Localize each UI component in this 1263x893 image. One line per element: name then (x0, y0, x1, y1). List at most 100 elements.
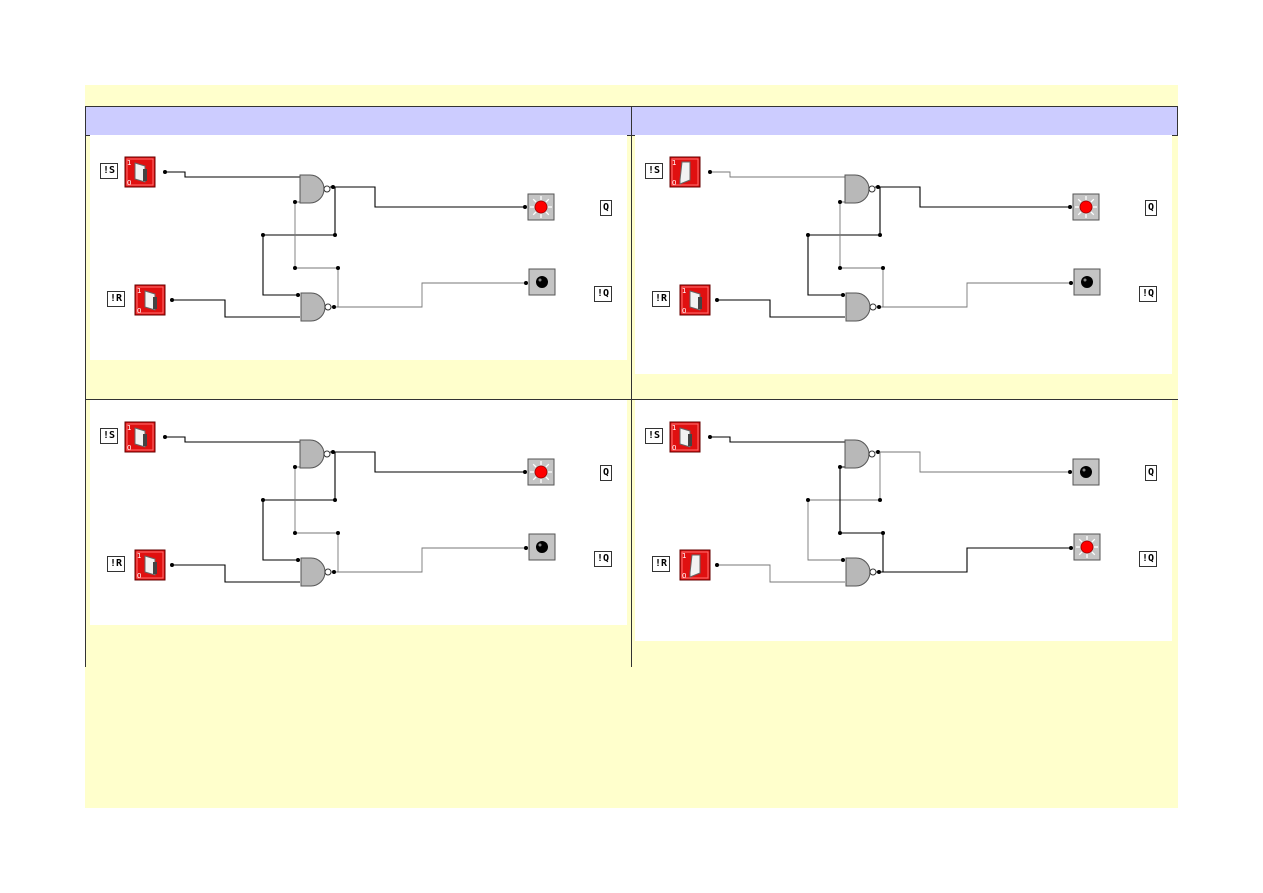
junction-dot (524, 546, 528, 550)
switch-body[interactable] (124, 421, 156, 453)
wire (717, 299, 845, 318)
lamp-housing (1073, 268, 1101, 296)
switch-lever-shadow (698, 297, 702, 309)
junction-dot (877, 305, 881, 309)
toggle-switch-icon[interactable]: 10 (669, 156, 701, 188)
switch-one-mark: 1 (137, 552, 141, 560)
lamp-ray (532, 198, 537, 203)
label-not-q: !Q (594, 551, 613, 567)
nand-gate (299, 174, 331, 204)
toggle-switch-icon[interactable]: 10 (124, 156, 156, 188)
junction-dot (332, 570, 336, 574)
wire (294, 201, 339, 307)
wire (330, 451, 525, 473)
label-q: Q (1145, 465, 1158, 481)
switch-body[interactable] (134, 549, 166, 581)
junction-dot (336, 531, 340, 535)
lamp-glint (538, 543, 542, 547)
nand-gate (844, 439, 876, 469)
switch-lever (144, 555, 156, 576)
lamp-glint (1083, 278, 1087, 282)
junction-dot (841, 293, 845, 297)
junction-dot (1068, 470, 1072, 474)
junction-dot (876, 450, 880, 454)
toggle-switch-icon[interactable]: 10 (679, 284, 711, 316)
nand-gate-body (844, 439, 870, 469)
junction-dot (708, 170, 712, 174)
junction-dot (163, 435, 167, 439)
inversion-bubble (324, 568, 332, 576)
switch-zero-mark: 0 (127, 444, 131, 452)
nand-gate-body (300, 557, 326, 587)
lamp-ray (545, 476, 550, 481)
circuit-wiring: 10 10 (124, 156, 556, 322)
junction-dot (293, 200, 297, 204)
toggle-switch-icon[interactable]: 10 (134, 284, 166, 316)
junction-dot (293, 465, 297, 469)
lamp-off-icon (1072, 458, 1100, 486)
toggle-switch-icon[interactable]: 10 (124, 421, 156, 453)
lamp-bulb (1080, 466, 1092, 478)
junction-dot (806, 498, 810, 502)
nand-gate-body (844, 174, 870, 204)
switch-lever-shadow (143, 169, 147, 181)
junction-dot (838, 531, 842, 535)
junction-dot (523, 205, 527, 209)
nand-gate (845, 557, 877, 587)
lamp-ray (532, 463, 537, 468)
table-border-left (85, 106, 86, 667)
wire (172, 299, 300, 318)
lamp-on-icon (1073, 533, 1101, 561)
nand-gate (299, 439, 331, 469)
lamp-bulb (536, 541, 548, 553)
junction-dot (878, 233, 882, 237)
switch-one-mark: 1 (127, 424, 131, 432)
junction-dot (261, 233, 265, 237)
label-not-s: !S (645, 428, 664, 444)
label-q: Q (600, 200, 613, 216)
switch-zero-mark: 0 (127, 179, 131, 187)
lamp-bulb (534, 465, 548, 479)
table-border-right (1177, 106, 1178, 135)
switch-lever (689, 554, 701, 578)
inversion-bubble (323, 450, 331, 458)
junction-dot (881, 266, 885, 270)
junction-dot (524, 281, 528, 285)
switch-zero-mark: 0 (137, 572, 141, 580)
switch-one-mark: 1 (682, 552, 686, 560)
junction-dot (1069, 546, 1073, 550)
lamp-ray (532, 476, 537, 481)
wire (172, 564, 300, 583)
nand-gate-body (845, 292, 871, 322)
label-not-r: !R (652, 556, 671, 572)
switch-zero-mark: 0 (137, 307, 141, 315)
label-not-s: !S (100, 428, 119, 444)
switch-zero-mark: 0 (682, 572, 686, 580)
junction-dot (881, 531, 885, 535)
toggle-switch-icon[interactable]: 10 (669, 421, 701, 453)
lamp-glint (538, 278, 542, 282)
nand-gate-body (299, 439, 325, 469)
lamp-on-icon (527, 193, 555, 221)
inversion-bubble (868, 450, 876, 458)
lamp-off-icon (528, 268, 556, 296)
toggle-switch-icon[interactable]: 10 (679, 549, 711, 581)
wire (839, 201, 884, 307)
nand-gate (844, 174, 876, 204)
lamp-bulb (534, 200, 548, 214)
latch-circuit: 10 10 (124, 156, 556, 322)
wire (331, 547, 526, 573)
junction-dot (877, 570, 881, 574)
switch-lever (134, 427, 146, 448)
toggle-switch-icon[interactable]: 10 (134, 549, 166, 581)
switch-bevel (126, 158, 154, 186)
wire (807, 452, 881, 561)
circuit-wiring: 10 10 (669, 156, 1101, 322)
label-not-s: !S (645, 163, 664, 179)
label-q: Q (1145, 200, 1158, 216)
wire (294, 466, 339, 572)
